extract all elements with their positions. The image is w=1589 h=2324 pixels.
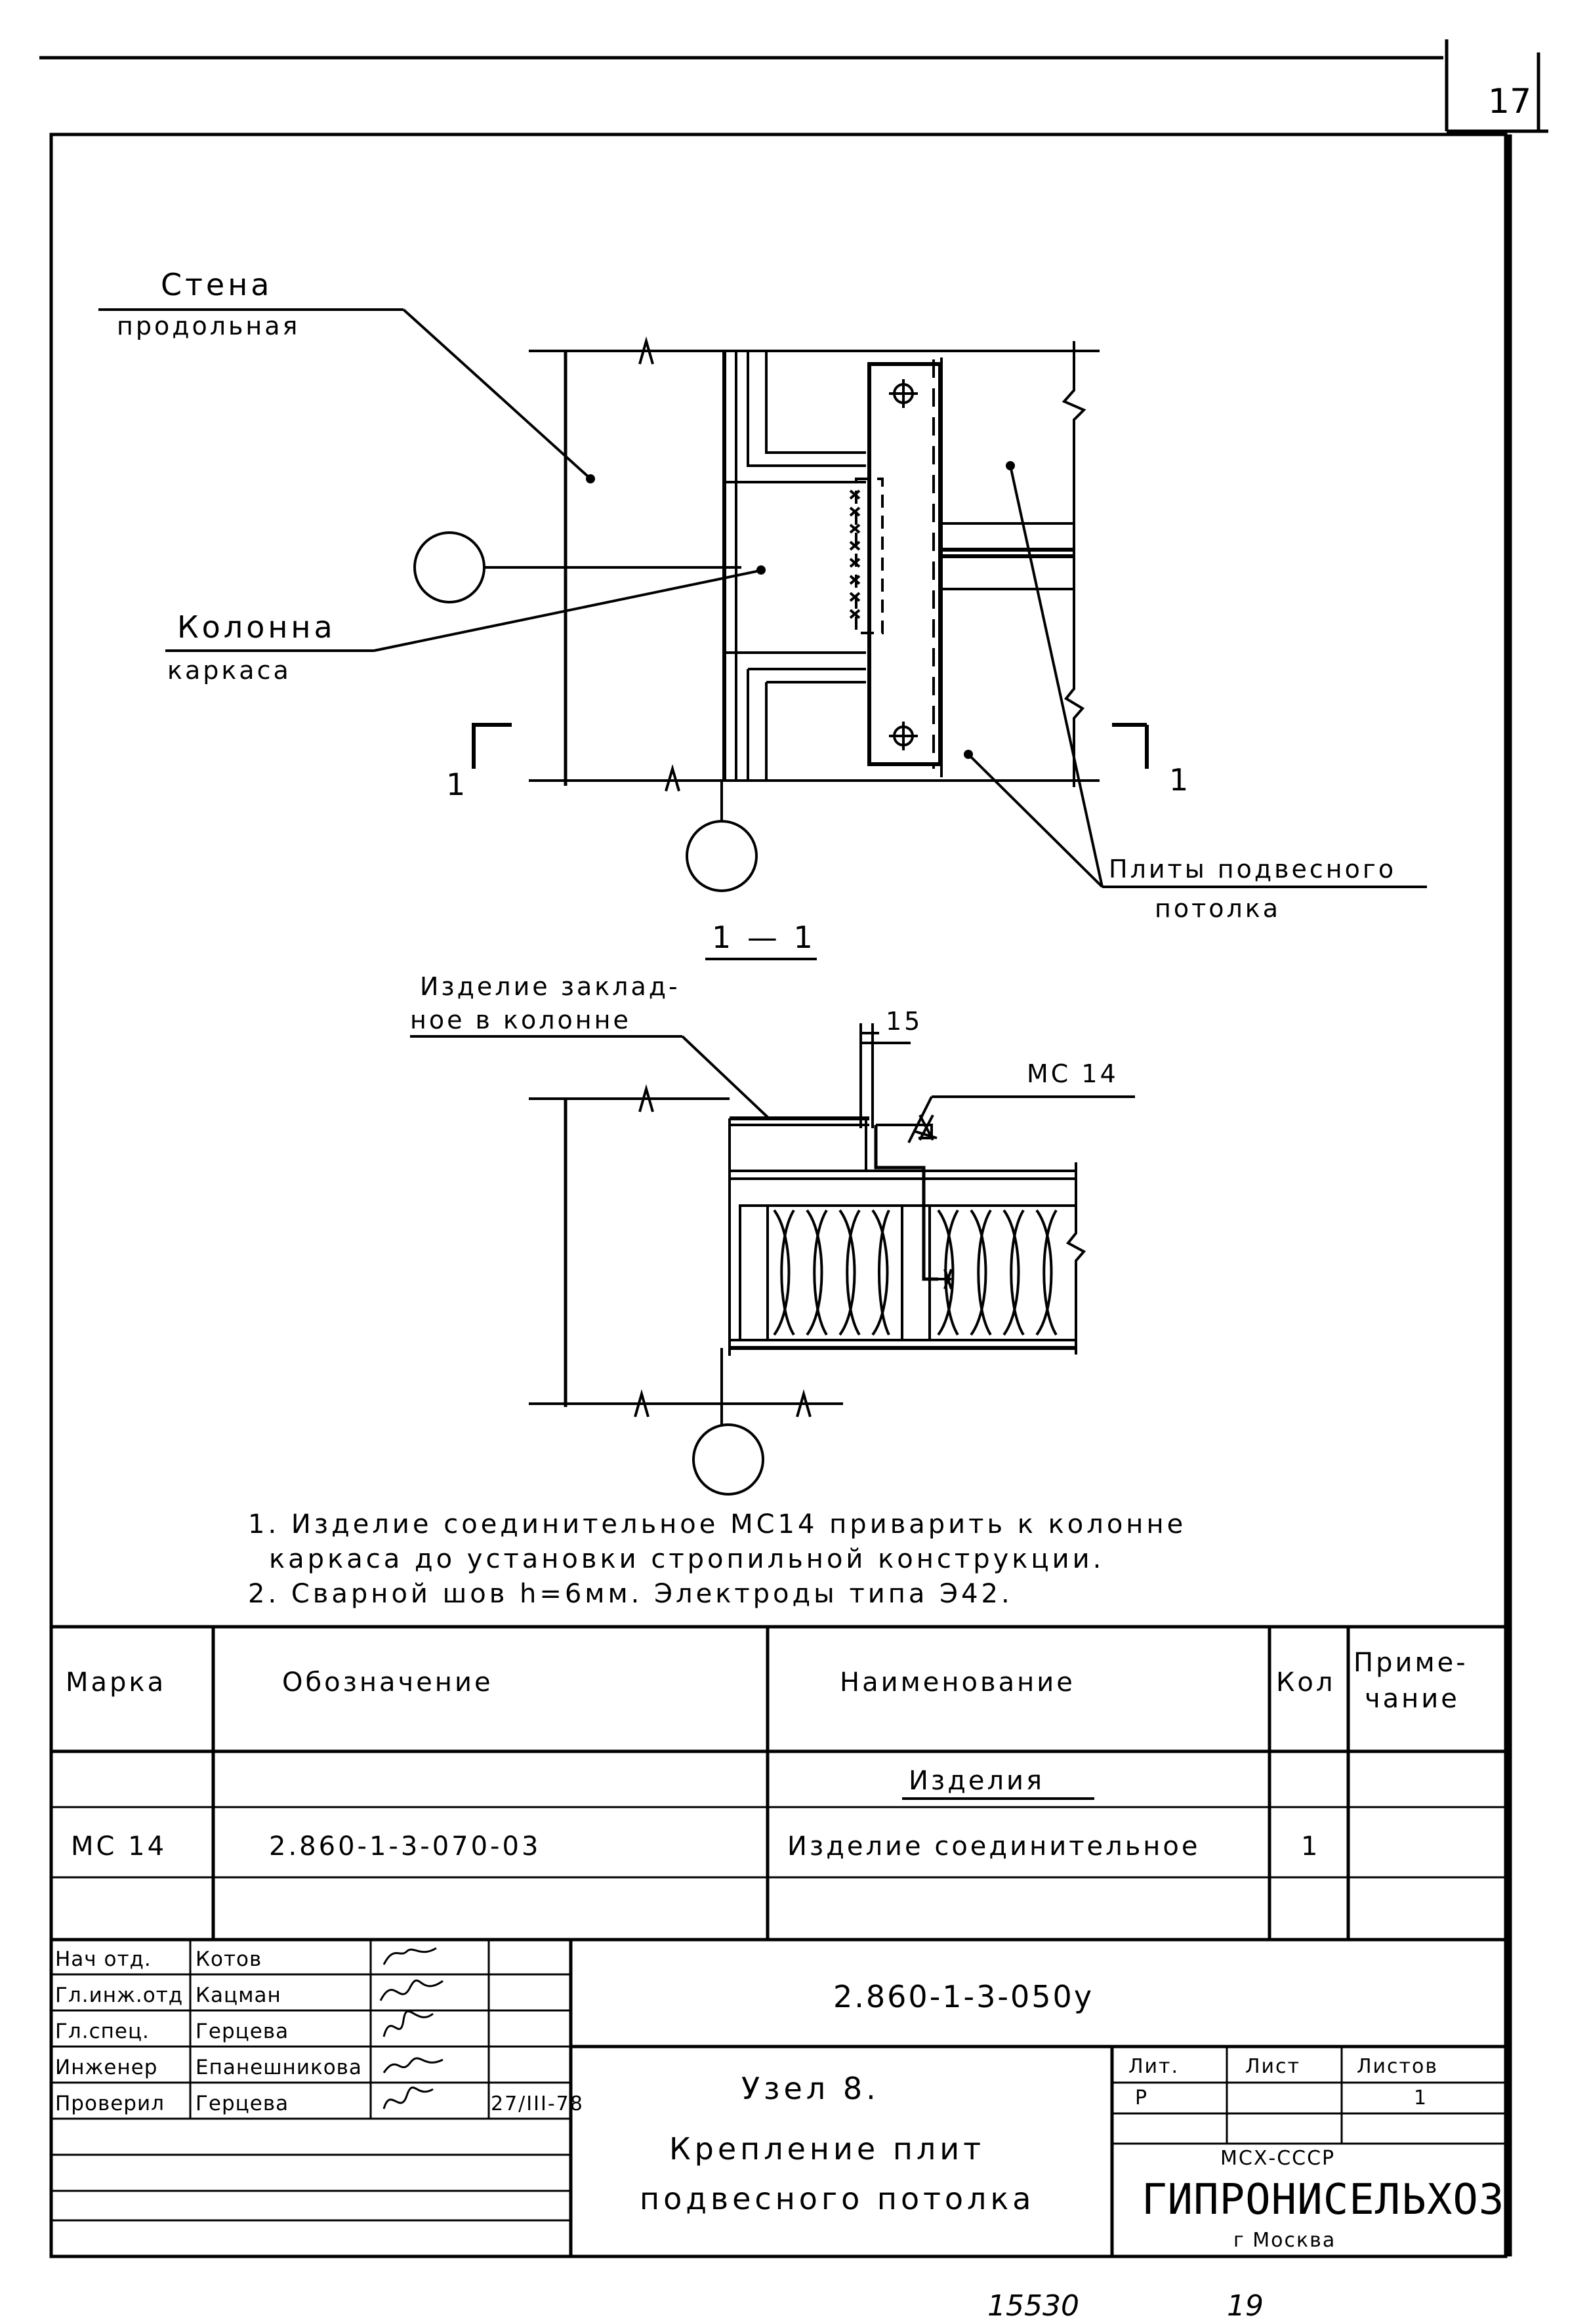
row-name: Изделие соединительное xyxy=(787,1831,1201,1862)
dimension-15: 15 xyxy=(886,1007,922,1036)
header-designation: Обозначение xyxy=(282,1667,493,1698)
city: г Москва xyxy=(1233,2229,1336,2252)
column-label-1: Колонна xyxy=(177,609,336,645)
section-title: 1 — 1 xyxy=(712,920,816,955)
title-block-roles: Нач отд. Гл.инж.отд Гл.спец. Инженер Про… xyxy=(55,1947,183,2115)
spec-table-grid xyxy=(51,1625,1506,1942)
title-block-names: Котов Кацман Герцева Епанешникова Герцев… xyxy=(196,1947,362,2115)
corner-sheet-number: 17 xyxy=(1488,82,1531,121)
role-5: Проверил xyxy=(55,2092,165,2115)
section-mark-left: 1 xyxy=(446,767,468,802)
embed-label-1: Изделие заклад- xyxy=(420,972,680,1001)
wall-label-2: продольная xyxy=(117,312,300,340)
dot-ceiling-1 xyxy=(1006,461,1015,470)
name-3: Герцева xyxy=(196,2020,289,2043)
header-note-2: чание xyxy=(1365,1684,1460,1714)
role-1: Нач отд. xyxy=(55,1947,152,1971)
title-line-1: Узел 8. xyxy=(741,2071,880,2106)
ceiling-label-2: потолка xyxy=(1155,894,1281,923)
name-2: Кацман xyxy=(196,1984,281,2007)
section-heading-products: Изделия xyxy=(909,1766,1044,1796)
role-4: Инженер xyxy=(55,2056,157,2079)
approval-date: 27/III-78 xyxy=(491,2092,584,2115)
dot-column xyxy=(756,565,766,575)
wall-label-1: Стена xyxy=(161,267,272,302)
bottom-page-number: 19 xyxy=(1227,2289,1264,2323)
row-mark: МС 14 xyxy=(71,1831,167,1862)
note-1: 1. Изделие соединительное МС14 приварить… xyxy=(248,1509,1186,1539)
signatures xyxy=(379,1947,444,2110)
sheet-frame xyxy=(39,39,1548,2258)
dot-ceiling-2 xyxy=(964,750,973,759)
row-designation: 2.860-1-3-070-03 xyxy=(269,1831,541,1862)
header-name: Наименование xyxy=(840,1667,1075,1698)
section-mark-right: 1 xyxy=(1169,762,1191,798)
header-qty: Кол xyxy=(1276,1667,1335,1698)
header-mark: Марка xyxy=(66,1667,166,1698)
header-note-1: Приме- xyxy=(1353,1648,1468,1678)
title-line-3: подвесного потолка xyxy=(640,2181,1035,2216)
lit-value: Р xyxy=(1135,2087,1148,2110)
bottom-archive-number: 15530 xyxy=(987,2289,1079,2323)
plan-view xyxy=(98,308,1427,892)
ministry: МСХ-СССР xyxy=(1220,2147,1335,2170)
name-1: Котов xyxy=(196,1947,262,1971)
role-2: Гл.инж.отд xyxy=(55,1984,183,2007)
note-1-cont: каркаса до установки стропильной констру… xyxy=(269,1544,1104,1574)
role-3: Гл.спец. xyxy=(55,2020,150,2043)
note-2: 2. Сварной шов h=6мм. Электроды типа Э42… xyxy=(248,1579,1013,1609)
name-4: Епанешникова xyxy=(196,2056,362,2079)
sheets-header: Листов xyxy=(1357,2055,1438,2078)
title-block-grid xyxy=(51,1940,1506,2256)
part-label-mc14: МС 14 xyxy=(1027,1059,1119,1088)
sheets-value: 1 xyxy=(1414,2087,1428,2110)
sheet-header: Лист xyxy=(1245,2055,1300,2078)
embed-label-2: ное в колонне xyxy=(410,1006,631,1034)
title-line-2: Крепление плит xyxy=(669,2131,985,2167)
column-label-2: каркаса xyxy=(167,656,291,685)
name-5: Герцева xyxy=(196,2092,289,2115)
organization-logo-text: ГИПРОНИСЕЛЬХОЗ xyxy=(1142,2176,1504,2224)
document-code: 2.860-1-3-050у xyxy=(833,1979,1094,2014)
dot-wall xyxy=(586,474,595,483)
section-view xyxy=(410,1023,1135,1496)
row-qty: 1 xyxy=(1301,1831,1320,1862)
lit-header: Лит. xyxy=(1128,2055,1179,2078)
ceiling-label-1: Плиты подвесного xyxy=(1109,855,1396,884)
